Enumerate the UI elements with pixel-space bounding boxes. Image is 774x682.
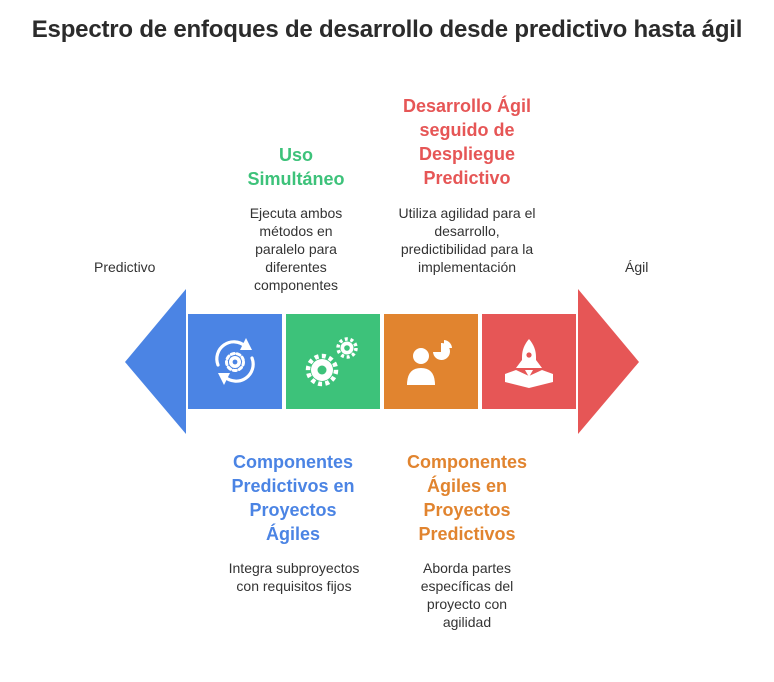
segment-description-orange: Aborda partes específicas del proyecto c… — [420, 560, 514, 630]
segment-orange — [384, 314, 478, 409]
left-arrowhead — [125, 289, 186, 434]
segment-description-red: Utiliza agilidad para el desarrollo, pre… — [398, 205, 536, 275]
right-arrowhead — [578, 289, 639, 434]
right-end-label: Ágil — [625, 259, 649, 275]
segment-description-blue: Integra subproyectos con requisitos fijo… — [228, 560, 360, 594]
segment-heading-orange: Componentes Ágiles en Proyectos Predicti… — [406, 452, 527, 544]
segment-green — [286, 314, 380, 409]
rocket-launch-icon — [505, 339, 553, 388]
person-chart-icon — [407, 340, 452, 385]
refresh-gear-icon — [215, 338, 255, 385]
segment-heading-blue: Componentes Predictivos en Proyectos Ági… — [231, 452, 355, 544]
segment-heading-green: Uso Simultáneo — [247, 145, 345, 189]
segment-description-green: Ejecuta ambos métodos en paralelo para d… — [249, 205, 343, 293]
left-end-label: Predictivo — [94, 259, 156, 275]
segment-heading-red: Desarrollo Ágil seguido de Despliegue Pr… — [402, 96, 532, 188]
diagram-title: Espectro de enfoques de desarrollo desde… — [31, 16, 743, 43]
gears-icon — [305, 337, 358, 387]
